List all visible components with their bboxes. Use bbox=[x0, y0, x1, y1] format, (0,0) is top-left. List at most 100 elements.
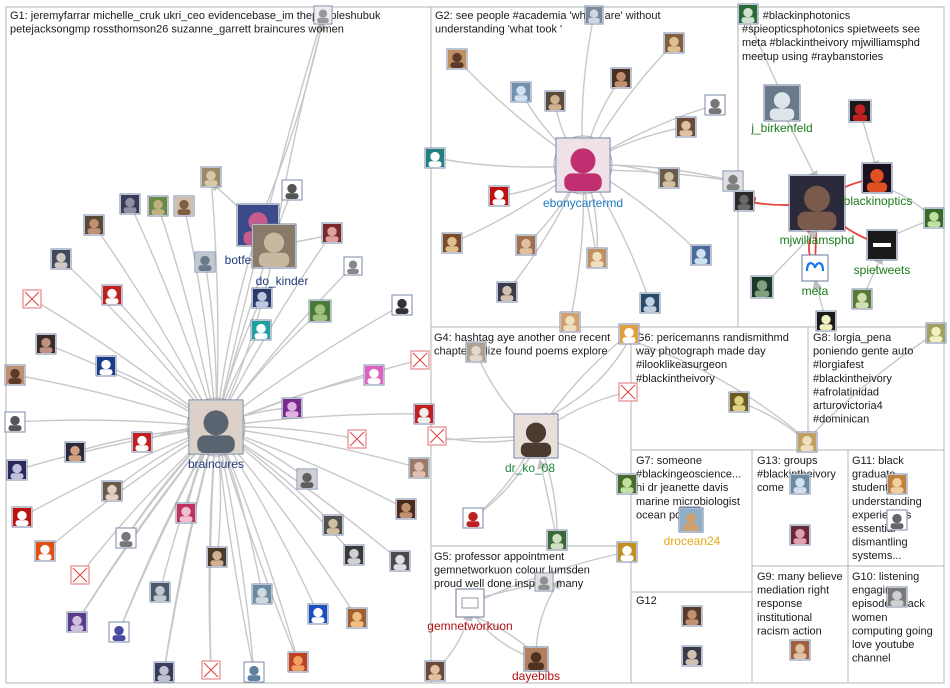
vertex-thumbnail[interactable] bbox=[101, 480, 123, 502]
vertex-thumbnail[interactable] bbox=[347, 429, 367, 449]
vertex-thumbnail[interactable] bbox=[690, 244, 712, 266]
vertex-thumbnail[interactable] bbox=[83, 214, 105, 236]
vertex-spietweets[interactable] bbox=[866, 229, 898, 261]
vertex-thumbnail[interactable] bbox=[321, 222, 343, 244]
vertex-dr_ko_08[interactable] bbox=[513, 413, 559, 459]
vertex-thumbnail[interactable] bbox=[424, 660, 446, 682]
vertex-thumbnail[interactable] bbox=[346, 607, 368, 629]
vertex-thumbnail[interactable] bbox=[50, 248, 72, 270]
vertex-thumbnail[interactable] bbox=[175, 502, 197, 524]
vertex-thumbnail[interactable] bbox=[115, 527, 137, 549]
vertex-thumbnail[interactable] bbox=[363, 364, 385, 386]
vertex-ebonycartermd[interactable] bbox=[553, 135, 613, 195]
vertex-thumbnail[interactable] bbox=[35, 333, 57, 355]
vertex-thumbnail[interactable] bbox=[851, 288, 873, 310]
vertex-thumbnail[interactable] bbox=[66, 611, 88, 633]
vertex-thumbnail[interactable] bbox=[391, 294, 413, 316]
vertex-dayebibs[interactable] bbox=[523, 646, 549, 672]
vertex-thumbnail[interactable] bbox=[243, 661, 265, 683]
vertex-thumbnail[interactable] bbox=[704, 94, 726, 116]
vertex-thumbnail[interactable] bbox=[722, 170, 744, 192]
vertex-thumbnail[interactable] bbox=[413, 403, 435, 425]
vertex-thumbnail[interactable] bbox=[559, 311, 581, 333]
vertex-thumbnail[interactable] bbox=[343, 544, 365, 566]
vertex-thumbnail[interactable] bbox=[618, 382, 638, 402]
vertex-thumbnail[interactable] bbox=[675, 116, 697, 138]
vertex-thumbnail[interactable] bbox=[750, 275, 774, 299]
vertex-thumbnail[interactable] bbox=[70, 565, 90, 585]
vertex-j_birkenfeld[interactable] bbox=[763, 84, 801, 122]
vertex-thumbnail[interactable] bbox=[95, 355, 117, 377]
vertex-thumbnail[interactable] bbox=[546, 529, 568, 551]
vertex-thumbnail[interactable] bbox=[22, 289, 42, 309]
vertex-thumbnail[interactable] bbox=[149, 581, 171, 603]
vertex-drocean24[interactable] bbox=[678, 507, 704, 533]
vertex-braincures[interactable] bbox=[186, 397, 246, 457]
vertex-thumbnail[interactable] bbox=[389, 550, 411, 572]
vertex-thumbnail[interactable] bbox=[251, 287, 273, 309]
vertex-thumbnail[interactable] bbox=[4, 364, 26, 386]
vertex-thumbnail[interactable] bbox=[815, 310, 837, 332]
vertex-thumbnail[interactable] bbox=[789, 524, 811, 546]
vertex-thumbnail[interactable] bbox=[510, 81, 532, 103]
vertex-thumbnail[interactable] bbox=[408, 457, 430, 479]
vertex-thumbnail[interactable] bbox=[733, 190, 755, 212]
vertex-thumbnail[interactable] bbox=[681, 605, 703, 627]
vertex-thumbnail[interactable] bbox=[147, 195, 169, 217]
vertex-thumbnail[interactable] bbox=[610, 67, 632, 89]
vertex-thumbnail[interactable] bbox=[194, 251, 216, 273]
vertex-thumbnail[interactable] bbox=[251, 583, 273, 605]
vertex-thumbnail[interactable] bbox=[6, 459, 28, 481]
vertex-thumbnail[interactable] bbox=[427, 426, 447, 446]
vertex-thumbnail[interactable] bbox=[496, 281, 518, 303]
vertex-thumbnail[interactable] bbox=[886, 509, 908, 531]
vertex-thumbnail[interactable] bbox=[446, 48, 468, 70]
vertex-meta[interactable] bbox=[801, 254, 829, 282]
vertex-thumbnail[interactable] bbox=[886, 473, 908, 495]
vertex-thumbnail[interactable] bbox=[515, 234, 537, 256]
vertex-thumbnail[interactable] bbox=[534, 572, 554, 592]
vertex-thumbnail[interactable] bbox=[410, 350, 430, 370]
vertex-thumbnail[interactable] bbox=[307, 603, 329, 625]
vertex-thumbnail[interactable] bbox=[313, 5, 333, 25]
vertex-thumbnail[interactable] bbox=[616, 541, 638, 563]
vertex-thumbnail[interactable] bbox=[11, 506, 33, 528]
vertex-thumbnail[interactable] bbox=[488, 185, 510, 207]
vertex-thumbnail[interactable] bbox=[584, 5, 604, 25]
vertex-thumbnail[interactable] bbox=[737, 3, 759, 25]
vertex-thumbnail[interactable] bbox=[250, 319, 272, 341]
vertex-thumbnail[interactable] bbox=[441, 232, 463, 254]
vertex-thumbnail[interactable] bbox=[108, 621, 130, 643]
vertex-thumbnail[interactable] bbox=[728, 391, 750, 413]
vertex-do_kinder[interactable] bbox=[251, 223, 297, 269]
vertex-thumbnail[interactable] bbox=[424, 147, 446, 169]
vertex-thumbnail[interactable] bbox=[201, 660, 221, 680]
vertex-thumbnail[interactable] bbox=[296, 468, 318, 490]
vertex-thumbnail[interactable] bbox=[308, 299, 332, 323]
vertex-thumbnail[interactable] bbox=[64, 441, 86, 463]
vertex-thumbnail[interactable] bbox=[287, 651, 309, 673]
vertex-gemnetworkuon[interactable] bbox=[455, 588, 485, 618]
vertex-thumbnail[interactable] bbox=[848, 99, 872, 123]
vertex-thumbnail[interactable] bbox=[789, 473, 811, 495]
vertex-thumbnail[interactable] bbox=[281, 397, 303, 419]
vertex-thumbnail[interactable] bbox=[658, 167, 680, 189]
vertex-thumbnail[interactable] bbox=[663, 32, 685, 54]
vertex-thumbnail[interactable] bbox=[616, 473, 638, 495]
vertex-thumbnail[interactable] bbox=[925, 322, 947, 344]
vertex-blackinoptics[interactable] bbox=[861, 162, 893, 194]
vertex-thumbnail[interactable] bbox=[618, 323, 640, 345]
vertex-thumbnail[interactable] bbox=[789, 639, 811, 661]
vertex-thumbnail[interactable] bbox=[343, 256, 363, 276]
vertex-thumbnail[interactable] bbox=[465, 341, 487, 363]
vertex-thumbnail[interactable] bbox=[886, 586, 908, 608]
vertex-thumbnail[interactable] bbox=[4, 411, 26, 433]
vertex-thumbnail[interactable] bbox=[131, 431, 153, 453]
vertex-thumbnail[interactable] bbox=[681, 645, 703, 667]
vertex-thumbnail[interactable] bbox=[586, 247, 608, 269]
vertex-thumbnail[interactable] bbox=[281, 179, 303, 201]
vertex-thumbnail[interactable] bbox=[200, 166, 222, 188]
vertex-thumbnail[interactable] bbox=[101, 284, 123, 306]
vertex-thumbnail[interactable] bbox=[796, 431, 818, 453]
vertex-thumbnail[interactable] bbox=[544, 90, 566, 112]
